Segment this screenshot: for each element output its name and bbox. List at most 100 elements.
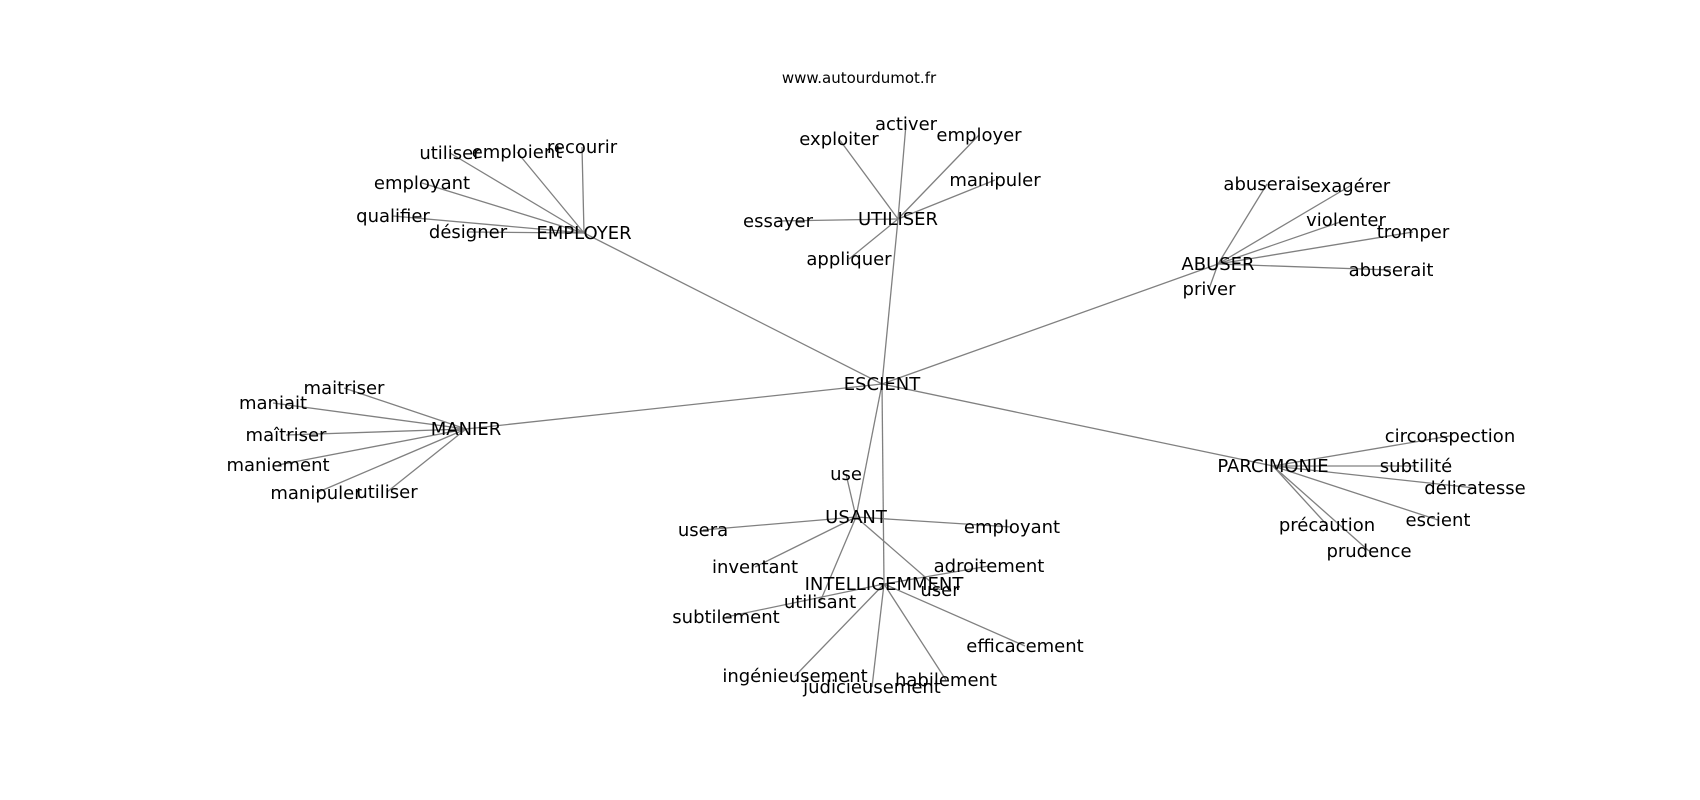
- edge-utiliser-leaf-2: [897, 134, 980, 220]
- edge-parcimonie-leaf-0: [1272, 435, 1451, 467]
- graph-edges: [272, 123, 1476, 688]
- edge-abuser-leaf-4: [1217, 263, 1392, 271]
- leaf-node-label-employer-1: emploient: [472, 142, 563, 163]
- edge-employer-leaf-0: [449, 152, 585, 234]
- leaf-node-label-manier-1: maniait: [239, 393, 307, 414]
- leaf-node-label-manier-4: manipuler: [270, 483, 362, 504]
- leaf-node-label-usant-1: usera: [678, 520, 728, 541]
- edge-employer-leaf-4: [392, 215, 585, 234]
- leaf-node-label-manier-2: maîtriser: [246, 425, 327, 446]
- leaf-node-label-intelligemment-0: adroitement: [934, 556, 1045, 577]
- hub-node-label-utiliser: UTILISER: [858, 209, 938, 230]
- edge-employer-leaf-5: [467, 231, 585, 234]
- hub-node-label-manier: MANIER: [431, 419, 502, 440]
- edge-utiliser-leaf-1: [897, 123, 907, 220]
- hub-node-label-usant: USANT: [825, 507, 888, 528]
- edge-parcimonie-leaf-5: [1272, 465, 1370, 552]
- leaf-node-label-parcimonie-2: délicatesse: [1424, 478, 1525, 499]
- leaf-node-label-employer-0: utiliser: [419, 143, 481, 164]
- edge-abuser-leaf-3: [1217, 231, 1414, 265]
- leaf-node-label-manier-0: maitriser: [304, 378, 385, 399]
- leaf-node-label-abuser-2: violenter: [1306, 210, 1386, 231]
- leaf-node-label-employer-5: désigner: [429, 222, 508, 243]
- edge-parcimonie-leaf-4: [1272, 465, 1328, 526]
- leaf-node-label-utiliser-2: employer: [936, 125, 1022, 146]
- edge-center-employer: [583, 232, 883, 385]
- edge-manier-leaf-3: [277, 428, 467, 466]
- edge-utiliser-leaf-5: [848, 218, 899, 260]
- leaf-node-label-usant-2: employant: [964, 517, 1060, 538]
- leaf-node-label-utiliser-1: activer: [875, 114, 938, 135]
- edge-center-intelligemment: [881, 383, 885, 585]
- edge-abuser-leaf-2: [1217, 219, 1347, 265]
- leaf-node-label-abuser-5: priver: [1183, 279, 1237, 300]
- edge-intelligemment-leaf-2: [883, 583, 1026, 647]
- leaf-node-label-abuser-1: exagérer: [1310, 176, 1391, 197]
- hub-node-label-intelligemment: INTELLIGEMMENT: [805, 574, 965, 595]
- leaf-node-label-parcimonie-1: subtilité: [1380, 456, 1452, 477]
- edge-parcimonie-leaf-2: [1272, 465, 1476, 489]
- hub-node-label-abuser: ABUSER: [1181, 254, 1254, 275]
- leaf-node-label-parcimonie-4: précaution: [1279, 515, 1375, 536]
- edge-utiliser-leaf-0: [838, 138, 899, 220]
- leaf-node-label-utiliser-4: essayer: [743, 211, 814, 232]
- leaf-node-label-intelligemment-3: ingénieusement: [722, 666, 867, 687]
- edge-usant-leaf-5: [819, 516, 857, 603]
- leaf-node-label-employer-3: employant: [374, 173, 470, 194]
- edge-manier-leaf-1: [272, 402, 467, 430]
- leaf-node-label-manier-5: utiliser: [356, 482, 418, 503]
- edge-utiliser-leaf-4: [777, 218, 899, 222]
- edge-parcimonie-leaf-3: [1272, 465, 1439, 521]
- center-node-label: ESCIENT: [844, 374, 922, 395]
- edge-center-abuser: [881, 263, 1219, 385]
- leaf-node-label-usant-3: inventant: [712, 557, 798, 578]
- edge-intelligemment-leaf-3: [794, 583, 885, 677]
- edge-usant-leaf-4: [855, 516, 941, 591]
- leaf-node-label-intelligemment-5: habilement: [895, 670, 997, 691]
- edge-usant-leaf-0: [845, 473, 857, 518]
- edge-manier-leaf-4: [315, 428, 467, 494]
- edge-manier-leaf-5: [386, 428, 467, 493]
- edge-intelligemment-leaf-1: [725, 583, 885, 618]
- edge-abuser-leaf-0: [1217, 183, 1268, 265]
- edge-intelligemment-leaf-0: [883, 565, 990, 585]
- leaf-node-label-employer-4: qualifier: [356, 206, 430, 227]
- leaf-node-label-manier-3: maniement: [226, 455, 329, 476]
- leaf-node-label-intelligemment-2: efficacement: [966, 636, 1083, 657]
- leaf-node-label-parcimonie-0: circonspection: [1385, 426, 1515, 447]
- leaf-node-label-utiliser-5: appliquer: [806, 249, 892, 270]
- leaf-node-label-usant-5: utilisant: [784, 592, 856, 613]
- edge-usant-leaf-1: [702, 516, 857, 531]
- leaf-node-label-utiliser-0: exploiter: [799, 129, 879, 150]
- edge-center-usant: [855, 383, 883, 518]
- edge-usant-leaf-2: [855, 516, 1013, 528]
- edge-usant-leaf-3: [754, 516, 857, 568]
- edge-center-parcimonie: [881, 383, 1274, 467]
- leaf-node-label-intelligemment-4: judicieusement: [802, 677, 941, 698]
- leaf-node-label-utiliser-3: manipuler: [949, 170, 1041, 191]
- leaf-node-label-parcimonie-3: escient: [1406, 510, 1471, 531]
- edge-utiliser-leaf-3: [897, 179, 996, 220]
- edge-employer-leaf-3: [421, 182, 585, 234]
- edge-intelligemment-leaf-5: [883, 583, 947, 681]
- leaf-node-label-abuser-4: abuserait: [1349, 260, 1434, 281]
- hub-node-label-parcimonie: PARCIMONIE: [1217, 456, 1328, 477]
- edge-manier-leaf-2: [285, 428, 467, 436]
- edge-manier-leaf-0: [343, 387, 467, 430]
- edge-employer-leaf-1: [516, 151, 585, 234]
- leaf-node-label-abuser-0: abuserais: [1223, 174, 1310, 195]
- edge-intelligemment-leaf-4: [871, 583, 885, 688]
- leaf-node-label-intelligemment-1: subtilement: [672, 607, 779, 628]
- edge-employer-leaf-2: [581, 146, 585, 234]
- leaf-node-label-employer-2: recourir: [547, 137, 618, 158]
- leaf-node-label-usant-4: user: [920, 580, 960, 601]
- hub-node-label-employer: EMPLOYER: [536, 223, 631, 244]
- leaf-node-label-usant-0: use: [830, 464, 862, 485]
- leaf-node-label-abuser-3: tromper: [1377, 222, 1450, 243]
- leaf-node-label-parcimonie-5: prudence: [1326, 541, 1411, 562]
- source-credit: www.autourdumot.fr: [782, 69, 937, 87]
- edge-center-manier: [465, 383, 883, 430]
- edge-abuser-leaf-5: [1208, 263, 1219, 290]
- edge-center-utiliser: [881, 218, 899, 385]
